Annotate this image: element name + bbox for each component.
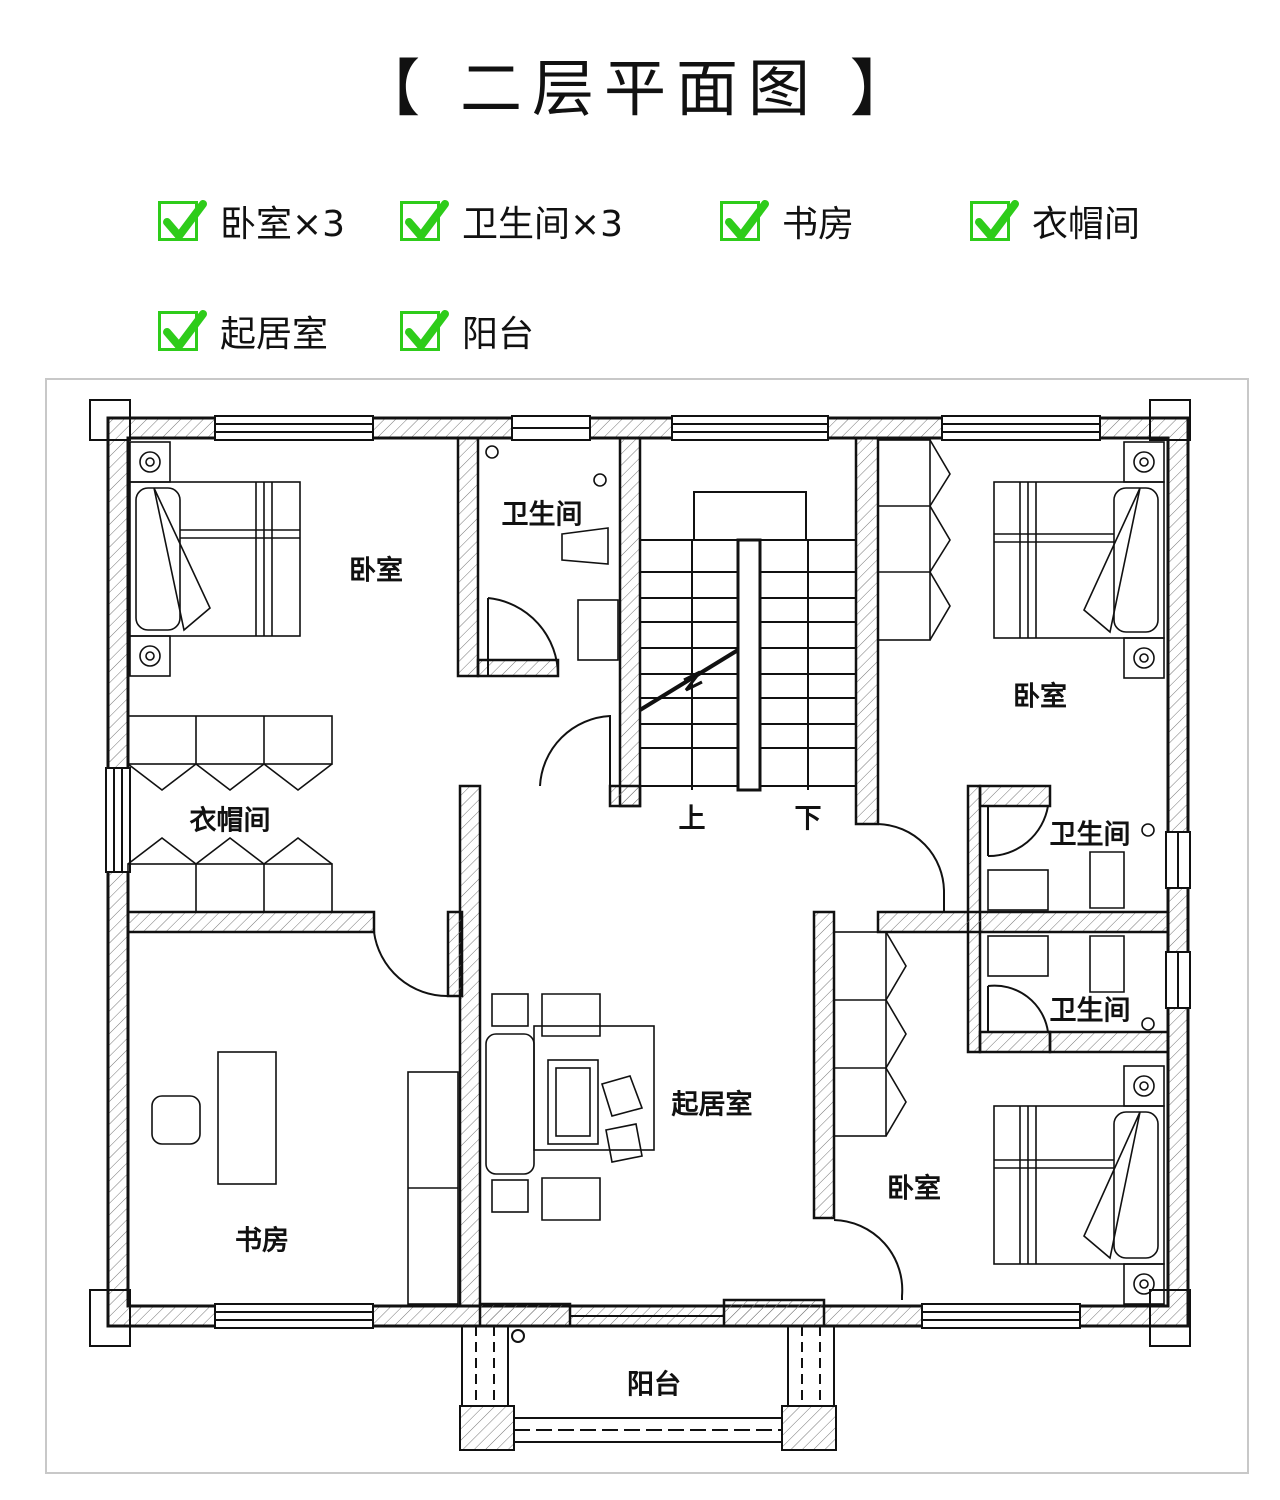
doors [373, 597, 1050, 1317]
corner-columns [89, 399, 1191, 1347]
feature-balcony: 阳台 [400, 308, 535, 355]
check-icon [970, 200, 1019, 241]
feature-label: 阳台 [462, 314, 535, 355]
feature-living: 起居室 [158, 308, 329, 355]
staircase [638, 491, 857, 792]
room-label-living-room: 起居室 [671, 1089, 753, 1121]
room-label-closet: 衣帽间 [189, 805, 271, 837]
room-label-bedroom: 卧室 [1013, 681, 1067, 713]
room-label-bedroom: 卧室 [887, 1173, 941, 1205]
bed-nw [129, 441, 301, 677]
wardrobes [127, 439, 951, 1137]
check-icon [720, 200, 769, 241]
study-furniture [151, 1051, 459, 1305]
feature-study: 书房 [720, 198, 855, 245]
feature-bedrooms: 卧室×3 [158, 198, 346, 245]
check-icon [158, 200, 207, 241]
stair-down-label: 下 [794, 803, 822, 835]
room-label-bedroom: 卧室 [349, 555, 403, 587]
check-icon [158, 310, 207, 351]
balcony-structure [459, 1325, 837, 1451]
feature-closet: 衣帽间 [970, 198, 1141, 245]
feature-bathrooms: 卫生间×3 [400, 198, 624, 245]
outer-wall [106, 416, 1190, 1328]
check-icon [400, 310, 449, 351]
feature-label: 书房 [782, 204, 855, 245]
feature-label: 衣帽间 [1032, 204, 1141, 245]
page-title: 【 二层平面图 】 [358, 52, 922, 125]
floor-plan-frame [45, 378, 1249, 1474]
room-label-bathroom: 卫生间 [1049, 995, 1131, 1027]
windows [105, 415, 1191, 1329]
interior-walls [126, 436, 1170, 1328]
bed-ne [993, 441, 1165, 679]
feature-label: 卫生间×3 [462, 204, 624, 245]
room-label-balcony: 阳台 [627, 1369, 681, 1401]
living-furniture [485, 993, 655, 1221]
feature-label: 起居室 [220, 314, 329, 355]
bath-fixtures [485, 445, 1155, 1031]
room-label-study: 书房 [235, 1225, 289, 1257]
room-label-bathroom: 卫生间 [501, 499, 583, 531]
check-icon [400, 200, 449, 241]
feature-label: 卧室×3 [220, 204, 346, 245]
stair-up-label: 上 [678, 803, 706, 835]
bed-se [993, 1065, 1165, 1305]
room-label-bathroom: 卫生间 [1049, 819, 1131, 851]
